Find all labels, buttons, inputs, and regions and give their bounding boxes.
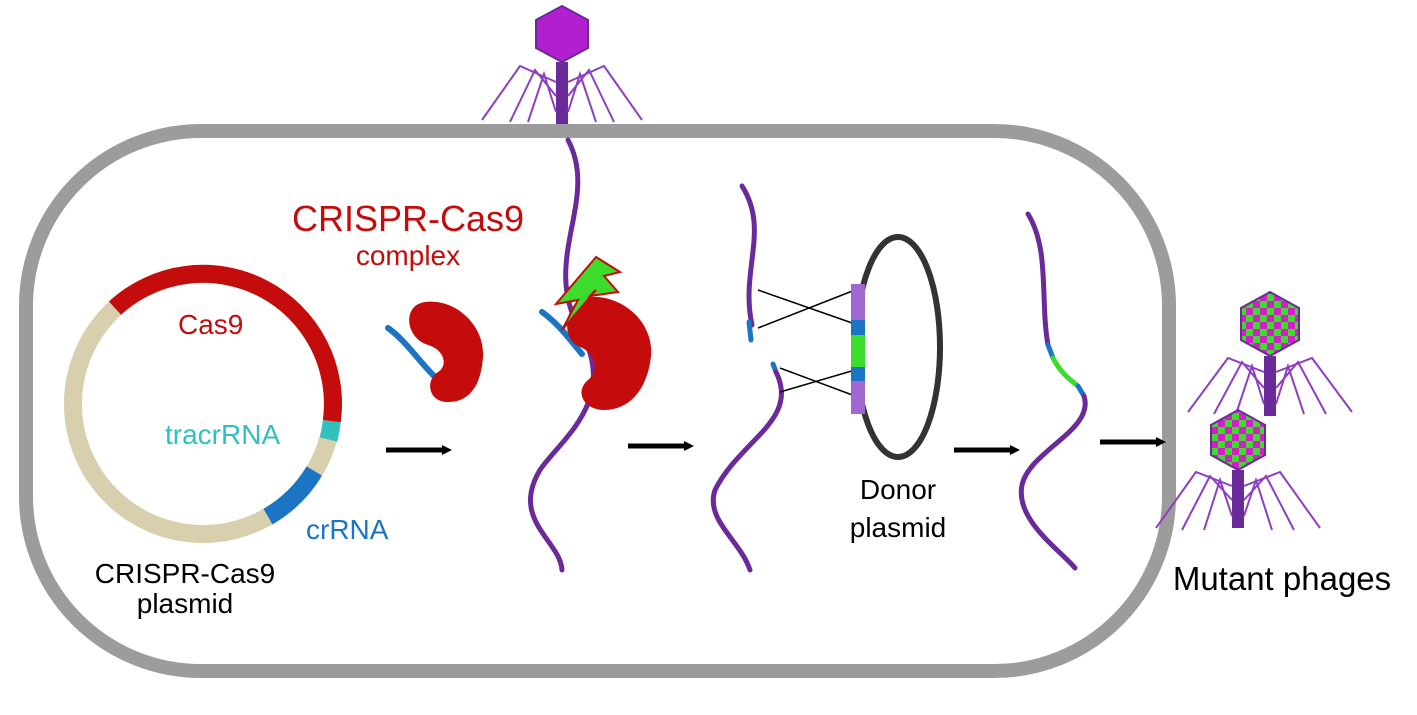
plasmid-crrna-segment: [263, 466, 323, 525]
cas9-protein-icon: [385, 301, 484, 402]
recombination-crossovers: [757, 289, 856, 397]
mutant-phage-icon: [1187, 290, 1353, 416]
cas9-label: Cas9: [178, 309, 244, 340]
donor-label-line1: Donor: [859, 474, 937, 505]
plasmid-cas9-segment: [108, 264, 342, 423]
crispr-cas9-plasmid: [64, 264, 342, 543]
tracrrna-label: tracrRNA: [165, 419, 281, 450]
arrow-right-icon: [386, 437, 1166, 455]
plasmid-name-line1: CRISPR-Cas9: [94, 558, 276, 589]
complex-title-label: CRISPR-Cas9: [291, 198, 525, 239]
plasmid-tracrrna-segment: [319, 420, 341, 442]
cas9-bound-complex: [539, 255, 652, 410]
crrna-label: crRNA: [306, 514, 389, 545]
plasmid-name-line2: plasmid: [136, 588, 234, 619]
donor-plasmid: [851, 234, 943, 460]
cut-phage-dna: [710, 183, 784, 573]
complex-subtitle-label: complex: [355, 240, 461, 271]
lightning-bolt-icon: [553, 255, 623, 331]
mutant-phage-icon: [1155, 408, 1321, 531]
donor-label-line2: plasmid: [849, 512, 947, 543]
edited-phage-dna: [1018, 211, 1088, 571]
phage-icon: [481, 4, 643, 124]
mutant-phages-label: Mutant phages: [1172, 560, 1392, 597]
